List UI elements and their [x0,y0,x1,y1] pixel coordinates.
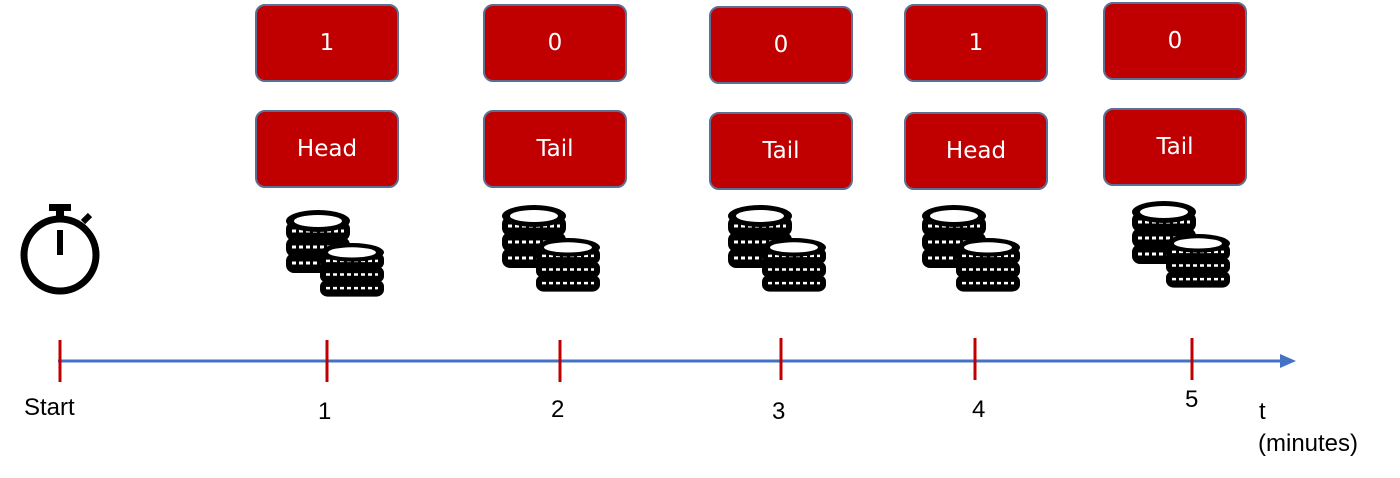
coins-icon [912,200,1032,300]
tick-label-1: 1 [318,398,332,425]
bit-box-4: 1 [904,4,1048,82]
tick-label-4: 4 [972,396,986,423]
tick-label-5: 5 [1185,386,1199,413]
coins-icon [276,205,396,305]
tick-label-2: 2 [551,396,565,423]
bit-box-1: 1 [255,4,399,82]
axis-unit-label: (minutes) [1258,430,1359,457]
outcome-box-4: Head [904,112,1048,190]
bit-box-2: 0 [483,4,627,82]
start-label: Start [24,394,75,421]
coins-icon [718,200,838,300]
axis-label: t [1259,398,1266,425]
outcome-box-5: Tail [1103,108,1247,186]
coins-icon [1122,196,1242,296]
axis-arrowhead [1280,354,1296,368]
stopwatch-icon [20,204,100,295]
outcome-box-2: Tail [483,110,627,188]
bit-box-5: 0 [1103,2,1247,80]
coins-icon [492,200,612,300]
bit-box-3: 0 [709,6,853,84]
tick-label-3: 3 [772,398,786,425]
outcome-box-1: Head [255,110,399,188]
outcome-box-3: Tail [709,112,853,190]
